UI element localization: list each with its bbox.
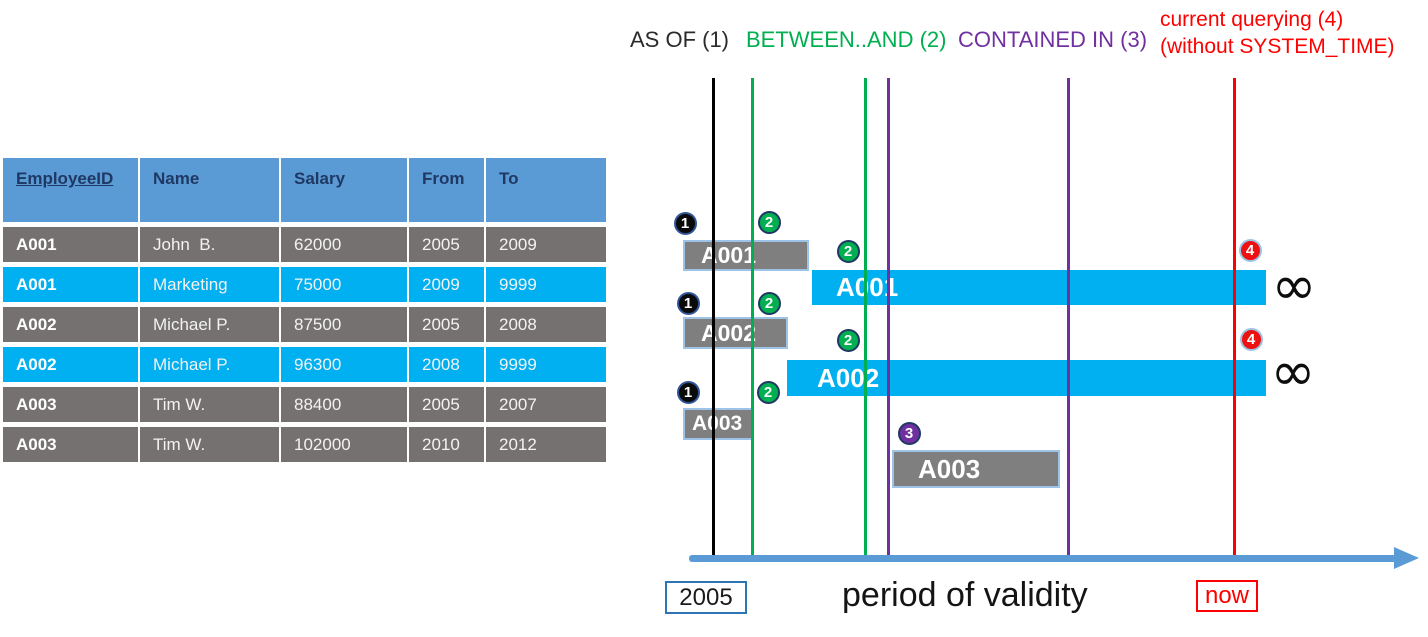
table-cell: 96300: [281, 347, 407, 382]
legend-current-querying-line1: current querying (4): [1160, 8, 1344, 31]
query-badge-1: 1: [676, 291, 700, 315]
contained-end-line: [1067, 78, 1070, 556]
table-cell: 75000: [281, 267, 407, 302]
table-cell: 2010: [409, 427, 484, 462]
bar-label: A002: [817, 362, 880, 393]
query-badge-2: 2: [836, 328, 860, 352]
table-cell: 2005: [409, 307, 484, 342]
time-axis: [689, 555, 1396, 562]
validity-bar-a003-gray: A003: [892, 450, 1060, 488]
query-badge-1: 1: [673, 211, 697, 235]
table-cell: 9999: [486, 347, 606, 382]
table-cell: 102000: [281, 427, 407, 462]
legend-contained-in: CONTAINED IN (3): [958, 27, 1148, 52]
legend-current-querying: current querying (4) (without SYSTEM_TIM…: [1160, 6, 1395, 60]
table-cell: 2009: [409, 267, 484, 302]
query-badge-1: 1: [676, 380, 700, 404]
table-cell: 2008: [409, 347, 484, 382]
bar-label: A003: [692, 412, 743, 435]
legend-as-of: AS OF (1): [630, 27, 730, 52]
table-cell: A002: [3, 347, 138, 382]
table-cell: Tim W.: [140, 387, 279, 422]
now-box: now: [1196, 580, 1258, 612]
axis-title: period of validity: [842, 576, 1088, 614]
bar-label: A002: [701, 319, 756, 346]
query-badge-4: 4: [1239, 327, 1263, 351]
bar-label: A001: [836, 272, 899, 302]
table-cell: A001: [3, 227, 138, 262]
column-header-name: Name: [140, 158, 279, 222]
legend-between-and: BETWEEN..AND (2): [746, 27, 947, 52]
table-cell: Tim W.: [140, 427, 279, 462]
table-cell: A003: [3, 427, 138, 462]
bar-label: A001: [701, 242, 756, 268]
time-axis-arrowhead-icon: [1394, 547, 1419, 569]
table-cell: 88400: [281, 387, 407, 422]
start-year-box: 2005: [665, 581, 747, 614]
validity-bar-a001-cyan: A001: [812, 270, 1266, 305]
query-badge-2: 2: [836, 239, 860, 263]
table-cell: 2012: [486, 427, 606, 462]
now-label: now: [1204, 582, 1250, 609]
table-cell: 2008: [486, 307, 606, 342]
query-badge-3: 3: [897, 421, 921, 445]
table-cell: 2009: [486, 227, 606, 262]
column-header-employeeid: EmployeeID: [3, 158, 138, 222]
infinity-icon: ∞: [1271, 254, 1317, 317]
table-cell: A002: [3, 307, 138, 342]
table-cell: 9999: [486, 267, 606, 302]
table-cell: 87500: [281, 307, 407, 342]
validity-bar-a002-gray: A002: [683, 317, 788, 349]
query-badge-4: 4: [1238, 238, 1262, 262]
infinity-icon: ∞: [1270, 340, 1316, 403]
table-cell: John B.: [140, 227, 279, 262]
validity-bar-a001-gray: A001: [683, 240, 809, 271]
table-cell: Michael P.: [140, 347, 279, 382]
now-line: [1233, 78, 1236, 556]
between-start-line: [751, 78, 754, 556]
table-cell: 2007: [486, 387, 606, 422]
validity-bar-a003-gray: A003: [683, 408, 753, 440]
validity-bar-a002-cyan: A002: [787, 360, 1266, 396]
table-cell: A003: [3, 387, 138, 422]
table-cell: Marketing: [140, 267, 279, 302]
bar-label: A003: [918, 453, 981, 484]
column-header-salary: Salary: [281, 158, 407, 222]
table-cell: 2005: [409, 387, 484, 422]
table-cell: A001: [3, 267, 138, 302]
as-of-line: [712, 78, 715, 556]
legend-current-querying-line2: (without SYSTEM_TIME): [1160, 35, 1395, 58]
column-header-from: From: [409, 158, 484, 222]
column-header-to: To: [486, 158, 606, 222]
table-cell: Michael P.: [140, 307, 279, 342]
between-end-line: [864, 78, 867, 556]
contained-start-line: [887, 78, 890, 556]
table-cell: 2005: [409, 227, 484, 262]
table-cell: 62000: [281, 227, 407, 262]
query-badge-2: 2: [757, 291, 781, 315]
start-year-label: 2005: [679, 583, 733, 611]
query-badge-2: 2: [757, 210, 781, 234]
query-badge-2: 2: [756, 380, 780, 404]
